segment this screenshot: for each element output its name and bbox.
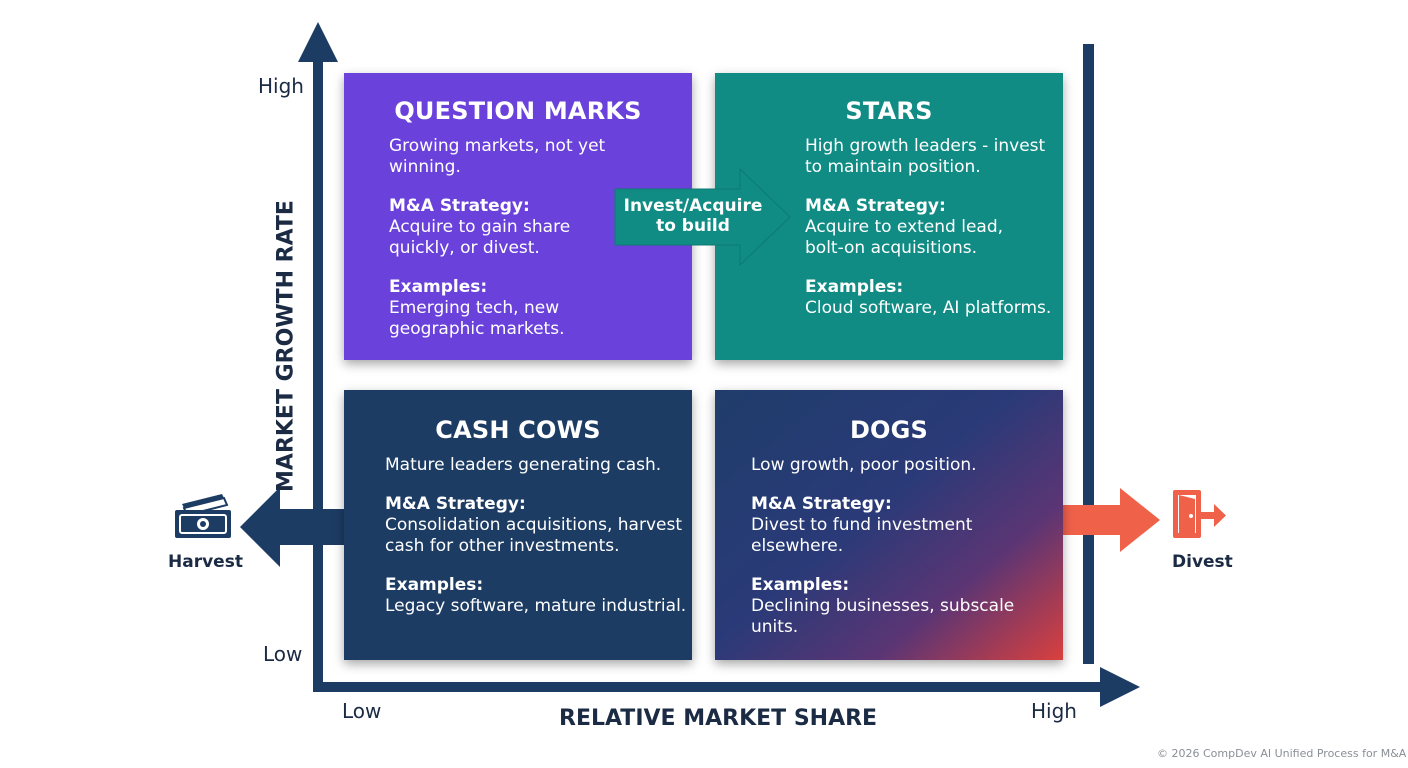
right-boundary-line [1083, 44, 1094, 664]
x-axis-arrowhead [1100, 667, 1140, 707]
x-axis-high-label: High [1031, 699, 1077, 723]
quadrant-description: Growing markets, not yet [389, 136, 606, 156]
y-axis-high-label: High [258, 74, 304, 98]
examples-text: Declining businesses, subscale [751, 596, 1015, 616]
quadrant-description: Mature leaders generating cash. [385, 455, 662, 475]
y-axis-low-label: Low [263, 642, 303, 666]
quadrant-description: High growth leaders - invest [805, 136, 1046, 156]
cash-stack-icon [175, 494, 231, 538]
y-axis-line [313, 55, 323, 692]
harvest-arrow [240, 487, 368, 567]
invest-acquire-arrow [614, 167, 791, 267]
strategy-text: elsewhere. [751, 536, 844, 556]
quadrant-description: Low growth, poor position. [751, 455, 977, 475]
quadrant-dogs: DOGS Low growth, poor position. M&A Stra… [715, 390, 1063, 660]
examples-heading: Examples: [805, 277, 904, 297]
strategy-heading: M&A Strategy: [389, 196, 530, 216]
examples-text: units. [751, 617, 799, 637]
divest-label: Divest [1172, 552, 1233, 572]
quadrant-title: STARS [845, 97, 933, 125]
quadrant-cash-cows: CASH COWS Mature leaders generating cash… [344, 390, 692, 660]
x-axis-low-label: Low [342, 699, 382, 723]
examples-heading: Examples: [389, 277, 488, 297]
examples-text: Emerging tech, new [389, 298, 560, 318]
x-axis-line [313, 682, 1108, 692]
strategy-text: bolt-on acquisitions. [805, 238, 978, 258]
strategy-text: Acquire to gain share [389, 217, 571, 237]
copyright-footer: © 2026 CompDev AI Unified Process for M&… [1157, 747, 1407, 760]
examples-text: Legacy software, mature industrial. [385, 596, 687, 616]
examples-heading: Examples: [385, 575, 484, 595]
strategy-heading: M&A Strategy: [385, 494, 526, 514]
invest-acquire-line2: to build [656, 216, 730, 236]
exit-door-icon [1173, 490, 1226, 538]
quadrant-title: CASH COWS [435, 416, 601, 444]
harvest-label: Harvest [168, 552, 243, 572]
strategy-heading: M&A Strategy: [805, 196, 946, 216]
strategy-text: Divest to fund investment [751, 515, 973, 535]
examples-heading: Examples: [751, 575, 850, 595]
strategy-heading: M&A Strategy: [751, 494, 892, 514]
quadrant-description: to maintain position. [805, 157, 981, 177]
examples-text: Cloud software, AI platforms. [805, 298, 1052, 318]
strategy-text: quickly, or divest. [389, 238, 540, 258]
invest-acquire-line1: Invest/Acquire [623, 196, 763, 216]
examples-text: geographic markets. [389, 319, 565, 339]
quadrant-title: DOGS [849, 416, 929, 444]
x-axis-title: RELATIVE MARKET SHARE [559, 706, 878, 731]
strategy-text: Consolidation acquisitions, harvest [385, 515, 683, 535]
divest-arrow [1030, 488, 1160, 552]
y-axis-arrowhead [298, 22, 338, 62]
strategy-text: Acquire to extend lead, [805, 217, 1004, 237]
invest-acquire-label: Invest/Acquire to build [618, 196, 768, 236]
quadrant-description: winning. [389, 157, 461, 177]
quadrant-title: QUESTION MARKS [394, 97, 642, 125]
strategy-text: cash for other investments. [385, 536, 620, 556]
y-axis-title: MARKET GROWTH RATE [273, 200, 299, 492]
